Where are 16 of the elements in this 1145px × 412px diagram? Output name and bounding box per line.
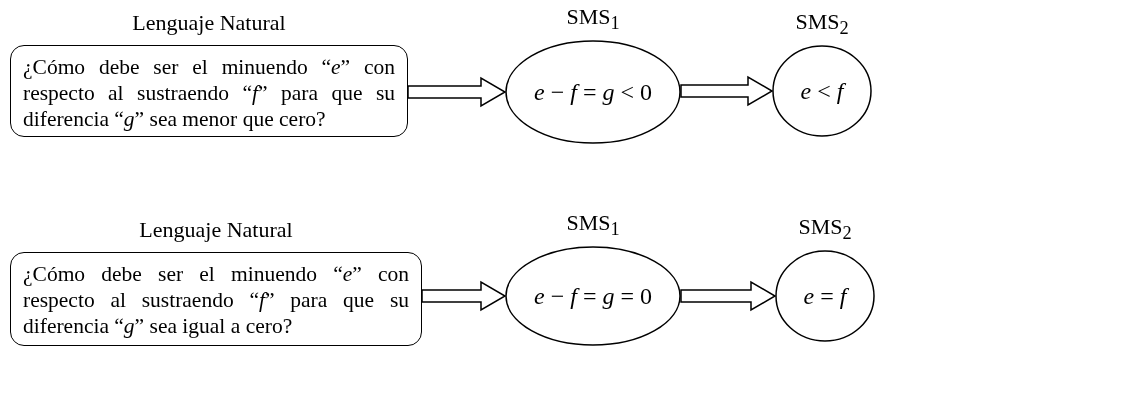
formula: e − f = g < 0: [533, 79, 653, 105]
question-text: ¿Cómo debe ser el minuendo “e” con respecto al sustraendo “f” para que su diferencia “g” sea menor que cero?: [23, 54, 395, 132]
formula: e − f = g = 0: [533, 283, 653, 309]
node-heading: SMS$_{2}$: [797, 214, 853, 245]
block-arrow: [421, 280, 507, 312]
block-arrow: [407, 76, 507, 108]
node-heading: SMS$_{1}$: [565, 210, 621, 241]
node-heading: Lenguaje Natural: [138, 217, 294, 243]
formula: e = f: [802, 283, 850, 309]
node-heading: SMS$_{1}$: [565, 4, 621, 35]
node-heading: SMS$_{2}$: [794, 9, 850, 40]
block-arrow: [680, 75, 774, 107]
formula: e < f: [799, 78, 847, 104]
block-arrow: [680, 280, 777, 312]
node-heading: Lenguaje Natural: [131, 10, 287, 36]
question-text: ¿Cómo debe ser el minuendo “e” con respecto al sustraendo “f” para que su diferencia “g” sea igual a cero?: [23, 261, 409, 339]
